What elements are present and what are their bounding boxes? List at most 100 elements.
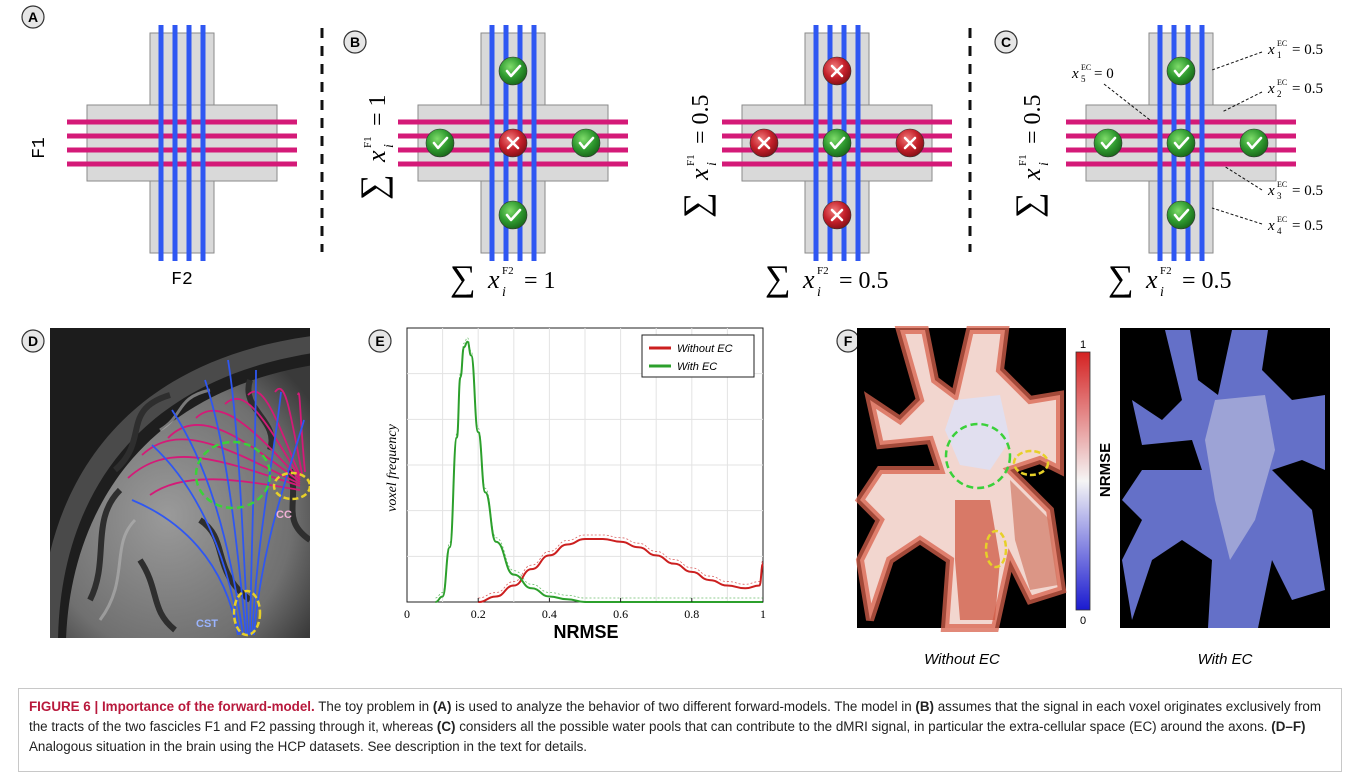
cross-mark xyxy=(903,136,917,150)
cross-icon xyxy=(749,128,779,158)
cc-tract-4 xyxy=(195,409,301,481)
svg-text:x: x xyxy=(1267,81,1275,97)
series-band-without-ec xyxy=(478,534,764,599)
check-badge xyxy=(1093,128,1123,158)
x-tick-0.6: 0.6 xyxy=(613,607,628,621)
nrmse-map-without-ec xyxy=(854,326,1067,632)
cst-label: CST xyxy=(196,618,218,630)
check-icon xyxy=(498,56,528,86)
svg-text:= 0.5: = 0.5 xyxy=(839,268,889,294)
caption-text-1: The toy problem in xyxy=(318,699,433,714)
svg-text:∑: ∑ xyxy=(676,192,716,218)
svg-text:= 0: = 0 xyxy=(1094,66,1114,82)
svg-text:= 0.5: = 0.5 xyxy=(1292,218,1323,234)
caption-title: FIGURE 6 | Importance of the forward-mod… xyxy=(29,699,315,714)
cross-diagram-a xyxy=(67,25,297,261)
check-badge xyxy=(1166,200,1196,230)
legend-with-ec: With EC xyxy=(677,361,717,373)
caption-ref-df: (D–F) xyxy=(1271,719,1306,734)
check-badge xyxy=(1166,128,1196,158)
svg-text:x: x xyxy=(1267,183,1275,199)
svg-text:= 0.5: = 0.5 xyxy=(1292,81,1323,97)
cc-label: CC xyxy=(276,509,292,521)
caption-text-3: assumes that the signal in each voxel or… xyxy=(29,699,1322,734)
check-mark xyxy=(1173,208,1190,222)
svg-text:x: x xyxy=(802,265,815,294)
svg-text:C: C xyxy=(1001,34,1011,50)
caption-text-4: considers all the possible water pools t… xyxy=(455,719,1272,734)
svg-text:F1: F1 xyxy=(685,154,697,166)
svg-text:∑: ∑ xyxy=(1008,192,1048,218)
svg-text:= 0.5: = 0.5 xyxy=(1182,268,1232,294)
svg-text:= 0.5: = 0.5 xyxy=(1292,183,1323,199)
svg-text:F: F xyxy=(844,333,853,349)
cst-tract-8 xyxy=(131,499,239,636)
svg-text:i: i xyxy=(1037,162,1052,166)
cc-tract-9 xyxy=(149,478,301,496)
colorbar: 1 0 NRMSE xyxy=(1075,339,1114,627)
svg-text:2: 2 xyxy=(1277,89,1282,99)
cst-tract-1 xyxy=(151,444,241,636)
check-mark xyxy=(1100,136,1117,150)
check-mark xyxy=(1246,136,1263,150)
cross-mark xyxy=(506,136,520,150)
svg-text:D: D xyxy=(28,333,38,349)
panel-letter-c: C xyxy=(994,30,1018,54)
legend-without-ec: Without EC xyxy=(677,343,733,355)
svg-text:F2: F2 xyxy=(1160,265,1172,277)
svg-text:EC: EC xyxy=(1277,78,1287,87)
svg-text:∑: ∑ xyxy=(765,258,791,298)
cc-tract-2 xyxy=(141,438,301,485)
x-tick-0.2: 0.2 xyxy=(471,607,486,621)
svg-text:1: 1 xyxy=(1277,50,1282,60)
map-caption-with-ec: With EC xyxy=(1198,651,1253,668)
series-band-with-ec xyxy=(435,337,763,599)
svg-text:B: B xyxy=(350,34,360,50)
x-tick-1: 1 xyxy=(760,607,766,621)
x-tick-0.4: 0.4 xyxy=(542,607,557,621)
check-mark xyxy=(829,136,846,150)
formula-c-left: ∑ x i F1 = 0.5 xyxy=(1008,94,1052,218)
legend: Without EC With EC xyxy=(641,334,755,378)
cross-mark xyxy=(830,208,844,222)
cc-tract-1 xyxy=(127,456,301,487)
svg-text:x: x xyxy=(487,265,500,294)
cross-icon xyxy=(822,200,852,230)
svg-text:∑: ∑ xyxy=(353,174,393,200)
check-icon xyxy=(425,128,455,158)
svg-text:= 1: = 1 xyxy=(524,268,556,294)
check-badge xyxy=(1166,56,1196,86)
mri-panel: CC CST xyxy=(50,328,310,638)
caption-text-5: Analogous situation in the brain using t… xyxy=(29,739,588,754)
panel-letter-b: B xyxy=(343,30,367,54)
formula-b-bottom: ∑ x i F2 = 1 xyxy=(450,258,556,300)
formula-b2-left: ∑ x i F1 = 0.5 xyxy=(676,94,720,218)
svg-text:∑: ∑ xyxy=(1108,258,1134,298)
cc-tract-7 xyxy=(274,387,303,475)
formula-b-left: ∑ x i F1 = 1 xyxy=(353,94,397,200)
cst-tract-5 xyxy=(249,369,257,636)
tract-lines xyxy=(127,359,306,636)
caption-text-2: is used to analyze the behavior of two d… xyxy=(451,699,916,714)
formula-b2-bottom: ∑ x i F2 = 0.5 xyxy=(765,258,889,300)
check-icon xyxy=(822,128,852,158)
formula-c-bottom: ∑ x i F2 = 0.5 xyxy=(1108,258,1232,300)
colorbar-max: 1 xyxy=(1080,339,1086,351)
check-badge xyxy=(425,128,455,158)
cross-diagram-c xyxy=(1066,25,1296,261)
svg-text:4: 4 xyxy=(1277,226,1282,236)
check-icon xyxy=(571,128,601,158)
check-icon xyxy=(1093,128,1123,158)
cross-diagram-b2 xyxy=(722,25,952,261)
nrmse-map-with-ec xyxy=(1120,328,1330,628)
panel-letter-e: E xyxy=(368,329,392,353)
caption-ref-c: (C) xyxy=(436,719,456,734)
svg-text:= 1: = 1 xyxy=(365,94,391,126)
caption-ref-a: (A) xyxy=(432,699,452,714)
